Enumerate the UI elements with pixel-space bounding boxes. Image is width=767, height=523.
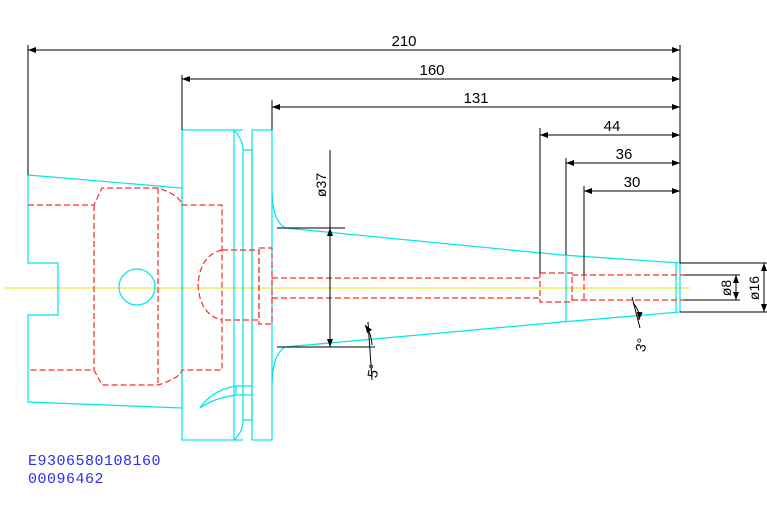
part-outline xyxy=(27,129,681,441)
dim-angle-3: 3° xyxy=(632,337,650,353)
dim-210: 210 xyxy=(391,33,416,50)
dim-dia-8: ø8 xyxy=(718,280,734,297)
dim-36: 36 xyxy=(616,146,633,163)
part-code-2: 00096462 xyxy=(28,471,105,488)
dim-angle-5: 5° xyxy=(364,363,382,379)
dim-44: 44 xyxy=(604,118,621,135)
dim-30: 30 xyxy=(624,174,641,191)
dim-131: 131 xyxy=(463,90,488,107)
dim-160: 160 xyxy=(419,62,444,79)
dim-dia-16: ø16 xyxy=(746,276,762,300)
part-code-1: E9306580108160 xyxy=(28,453,162,470)
extension-lines xyxy=(27,45,767,381)
hidden-features xyxy=(28,187,684,386)
dimension-lines xyxy=(28,47,767,347)
dim-dia-37: ø37 xyxy=(313,173,329,197)
